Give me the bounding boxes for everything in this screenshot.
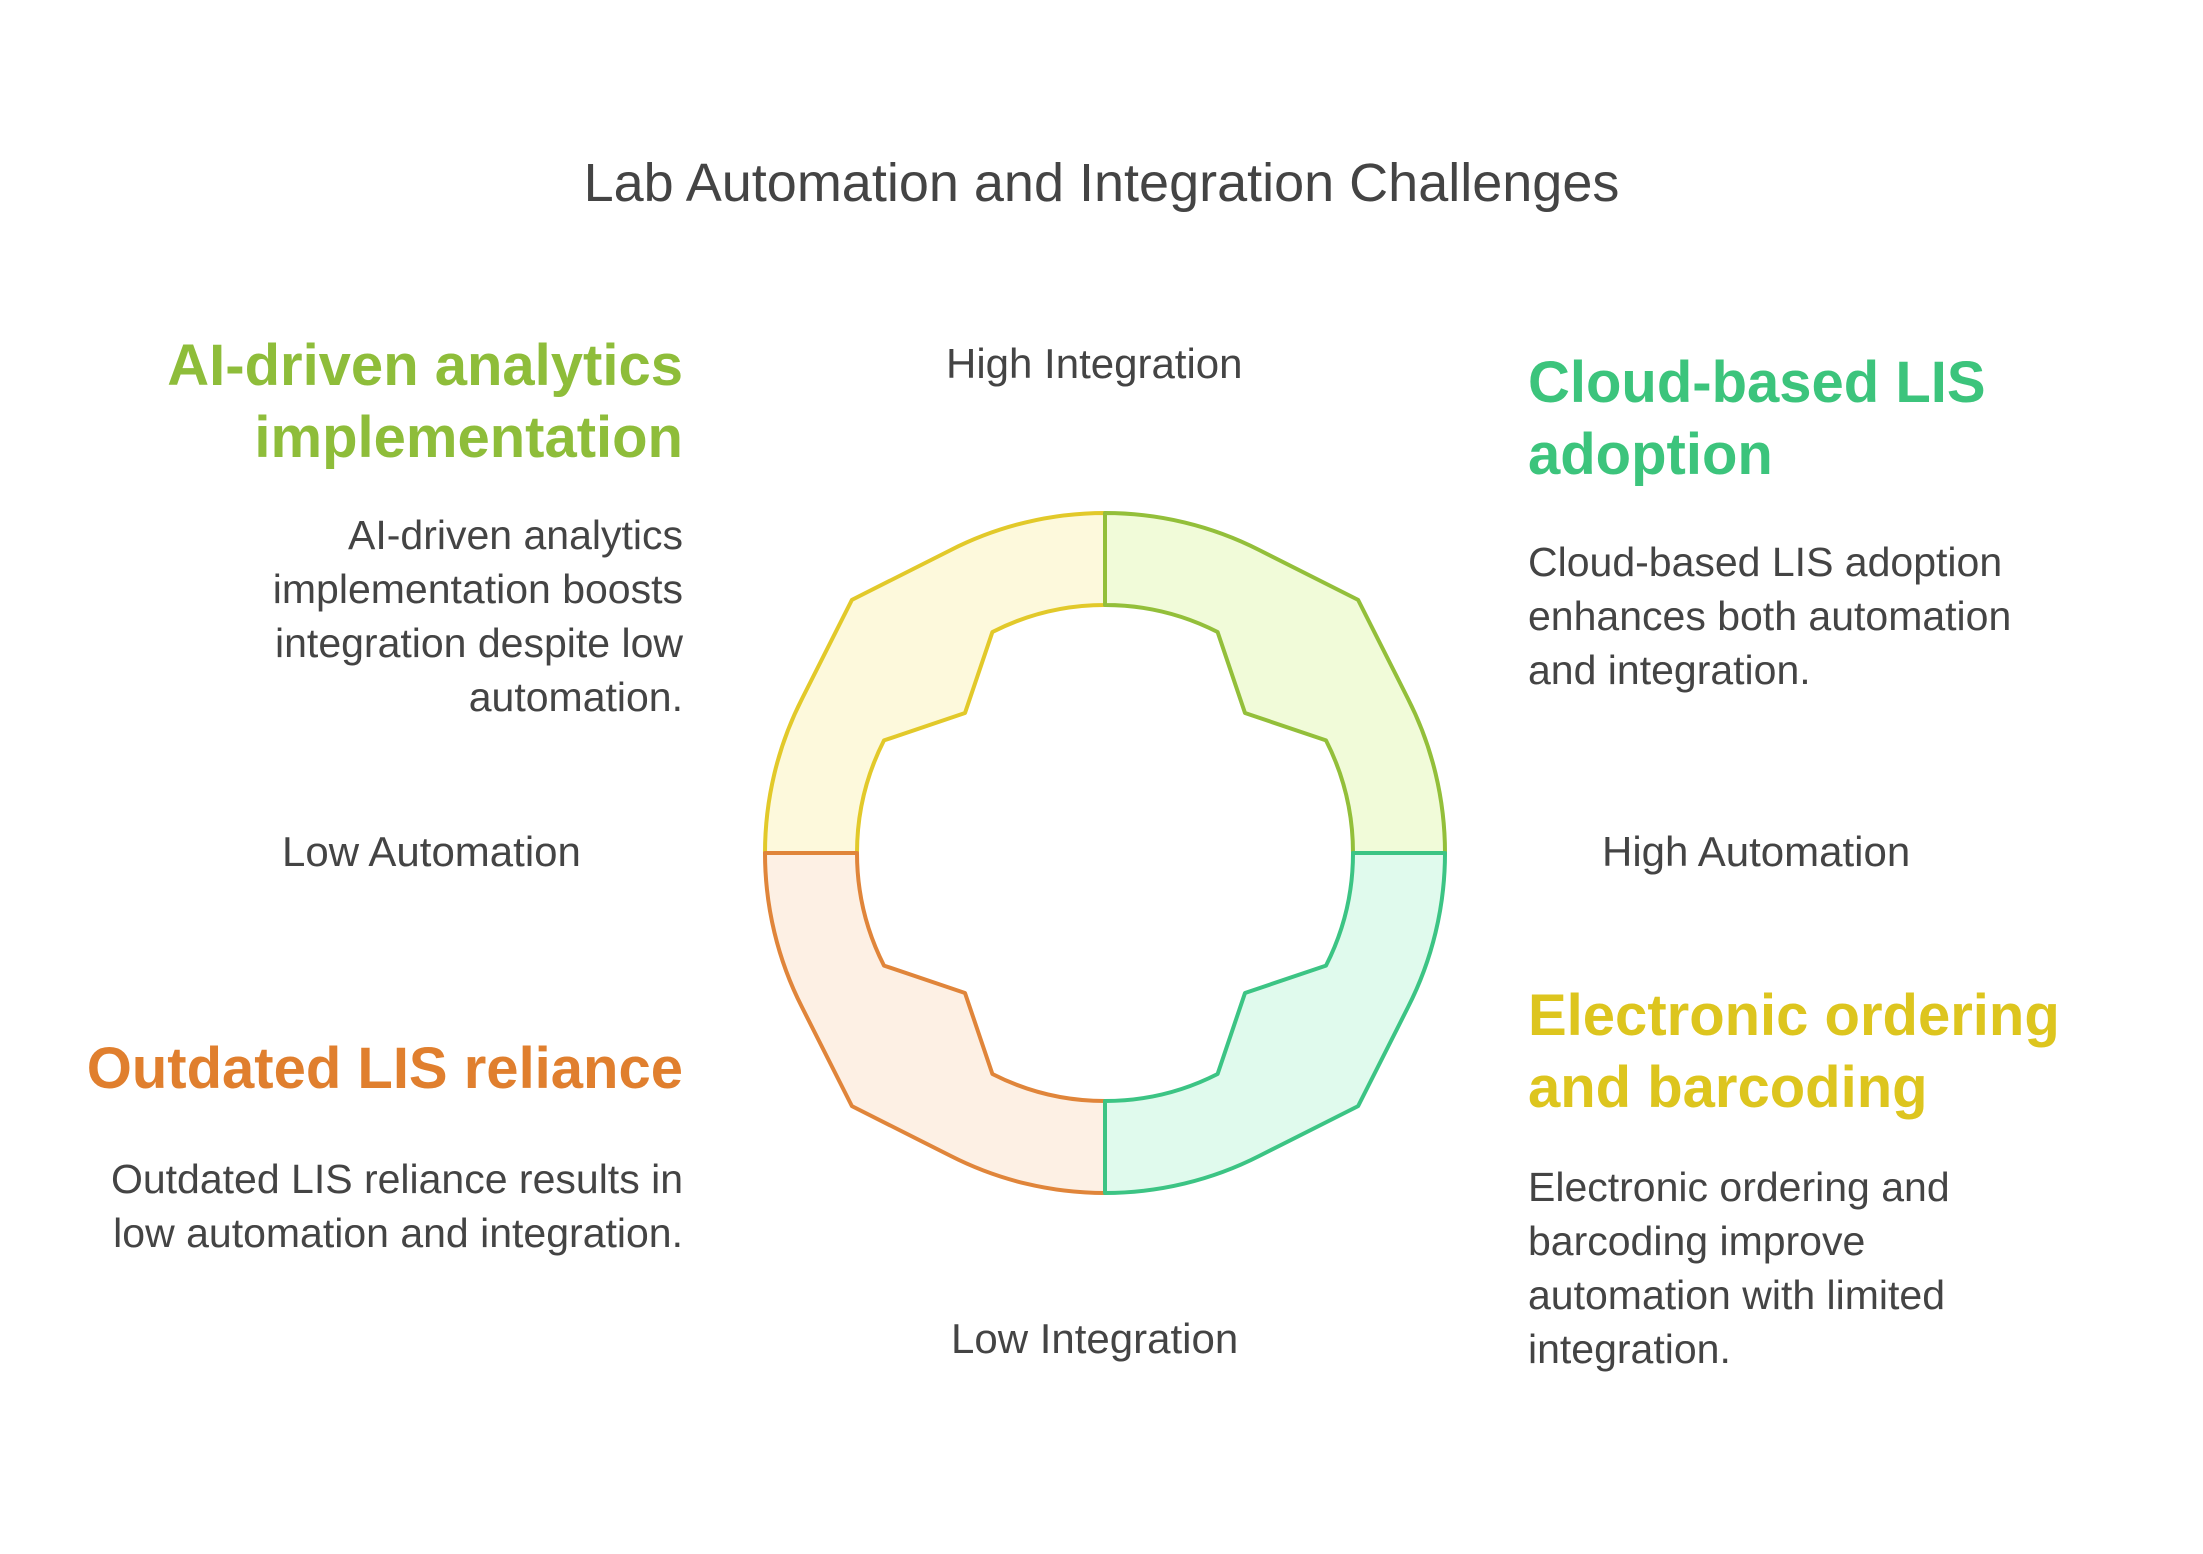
axis-label-low-automation: Low Automation <box>282 828 581 875</box>
quadrant-description-bottom-left: Outdated LIS reliance results in low aut… <box>110 1156 683 1256</box>
ring-segment-bottom-left <box>763 851 1107 1195</box>
axis-label-high-integration: High Integration <box>946 340 1243 387</box>
quadrant-description-top-left: AI-driven analytics implementation boost… <box>272 512 683 720</box>
quadrant-ring-bottom-left <box>763 851 1107 1195</box>
quadrant-description-top-right: Cloud-based LIS adoption enhances both a… <box>1528 539 2012 693</box>
ring-segment-top-left <box>763 511 1107 855</box>
quadrant-description-bottom-right: Electronic ordering and barcoding improv… <box>1528 1164 1950 1372</box>
quadrant-heading-top-right: Cloud-based LIS adoption <box>1528 350 1986 487</box>
quadrant-ring-top-left <box>763 511 1107 855</box>
quadrant-heading-bottom-right: Electronic ordering and barcoding <box>1528 983 2060 1120</box>
quadrant-heading-top-left: AI-driven analytics implementation <box>167 333 683 470</box>
ring-segment-top-right <box>1103 511 1447 855</box>
axis-label-high-automation: High Automation <box>1602 828 1911 875</box>
quadrant-heading-bottom-left: Outdated LIS reliance <box>86 1036 683 1101</box>
ring-segment-bottom-right <box>1103 851 1447 1195</box>
quadrant-ring-top-right <box>1103 511 1447 855</box>
quadrant-ring-bottom-right <box>1103 851 1447 1195</box>
diagram-title: Lab Automation and Integration Challenge… <box>583 153 1620 213</box>
axis-label-low-integration: Low Integration <box>951 1315 1239 1362</box>
